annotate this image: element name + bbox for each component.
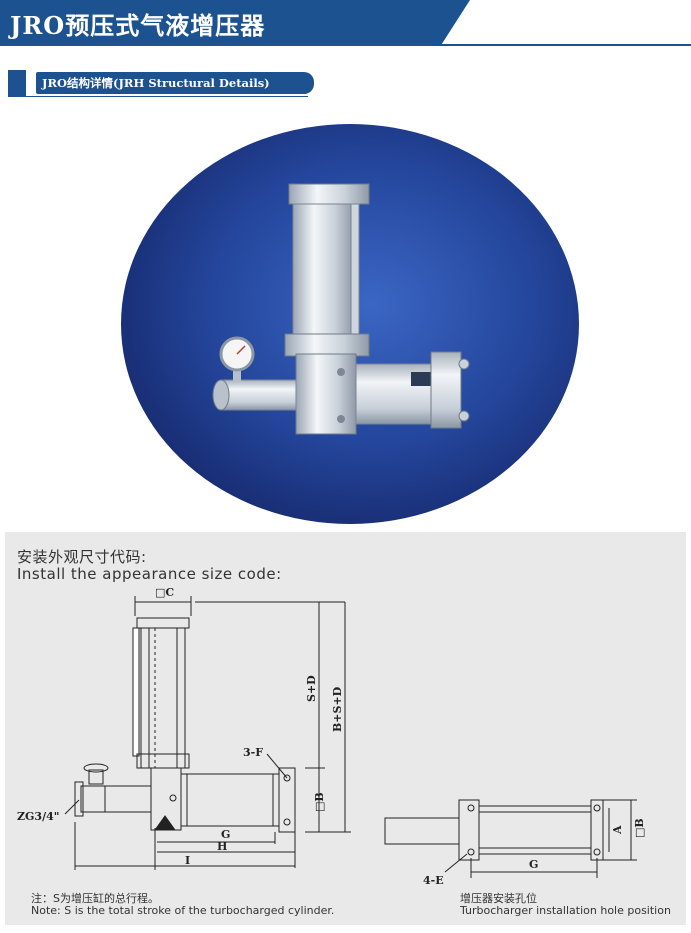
dimension-drawing: □C S+D B+S+D 3-F ZG3/4" □B G H I A □B 4-…: [17, 586, 646, 887]
label-b2: □B: [633, 818, 646, 838]
product-photo: [121, 124, 579, 524]
hole-caption-cn: 增压器安装孔位: [460, 892, 537, 905]
drawing-caption-cn: 安装外观尺寸代码:: [17, 548, 147, 566]
title-banner: JRO预压式气液增压器: [0, 0, 470, 44]
label-3-f: 3-F: [243, 746, 263, 759]
label-g2: G: [529, 858, 538, 871]
label-4-e: 4-E: [423, 874, 444, 887]
label-g: G: [221, 828, 230, 841]
page-title: JRO预压式气液增压器: [10, 11, 266, 40]
note-cn: 注：S为增压缸的总行程。: [31, 892, 159, 905]
dimension-drawing-panel: 安装外观尺寸代码: Install the appearance size co…: [5, 532, 686, 925]
title-rule: [0, 44, 691, 46]
label-i: I: [185, 854, 190, 867]
hole-caption-en: Turbocharger installation hole position: [460, 904, 671, 917]
label-zg: ZG3/4": [17, 810, 59, 823]
label-s-d: S+D: [305, 675, 318, 702]
label-c: □C: [155, 586, 174, 599]
label-a: A: [611, 825, 624, 835]
section-marker: [8, 70, 26, 96]
drawing-caption-en: Install the appearance size code:: [17, 565, 282, 583]
section-title: JRO结构详情(JRH Structural Details): [36, 72, 314, 94]
booster-illustration: [212, 183, 470, 435]
section-rule: [8, 96, 308, 97]
label-b-s-d: B+S+D: [331, 686, 344, 732]
label-h: H: [217, 840, 227, 853]
label-b: □B: [313, 792, 326, 812]
note-en: Note: S is the total stroke of the turbo…: [31, 904, 335, 917]
